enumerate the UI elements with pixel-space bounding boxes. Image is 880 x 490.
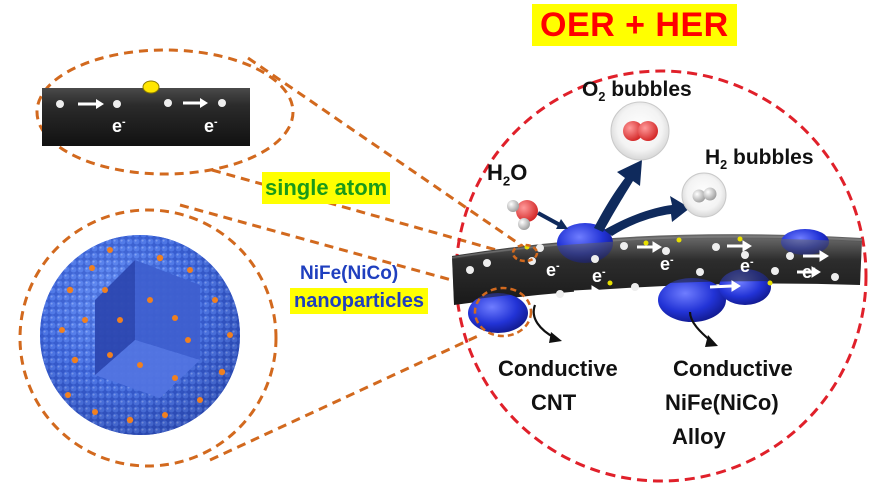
product-arrows — [594, 160, 690, 236]
arrow-right-icon — [731, 280, 741, 292]
electron-charge: - — [214, 116, 218, 128]
single-atom-slab — [42, 80, 250, 146]
cnt-label-line1: Conductive — [498, 356, 618, 381]
h2o-subscript: 2 — [502, 173, 511, 189]
o2-bubble-icon — [610, 101, 670, 161]
electron-symbol: e — [802, 262, 813, 282]
h2o-molecule-icon — [507, 200, 538, 230]
single-atom-label: single atom — [262, 172, 391, 204]
h2o-o: O — [510, 160, 528, 185]
arrow-head-icon — [705, 335, 718, 347]
h2-bubble-icon — [681, 172, 727, 218]
nanoparticle-highlight — [473, 286, 533, 338]
o2-bubbles-label: O2 bubbles — [582, 78, 692, 104]
electron-charge: - — [670, 254, 674, 266]
arrow-icon — [556, 219, 568, 229]
o2-bubbles-text: bubbles — [605, 78, 692, 101]
h2-subscript: 2 — [720, 158, 728, 173]
electron-label: e- — [592, 266, 606, 287]
single-atom-dot — [142, 80, 160, 94]
single-atom-zoom-ellipse — [35, 48, 295, 176]
zoom-line-top-lower — [211, 168, 526, 260]
electron-label: e- — [660, 254, 674, 275]
electron-symbol: e — [204, 116, 215, 136]
electron-arrow-icon — [96, 99, 104, 109]
electron-charge: - — [556, 260, 560, 272]
nife-label-line1: NiFe(NiCo) — [300, 263, 399, 284]
cnt-label-line2: CNT — [531, 390, 577, 415]
arrow-right-icon — [811, 266, 821, 278]
arrow-right-icon — [742, 240, 752, 252]
zoom-lines — [179, 56, 526, 462]
o2-symbol: O — [582, 78, 599, 101]
arrow-right-icon — [652, 241, 662, 253]
electron-charge: - — [812, 262, 816, 274]
alloy-label-line3: Alloy — [672, 424, 726, 449]
zoom-line-top-upper — [247, 56, 526, 250]
alloy-label-line1: Conductive — [673, 356, 793, 381]
h2o-h: H — [487, 160, 503, 185]
electron-particles — [466, 242, 839, 298]
h2o-label: H2O — [487, 160, 527, 188]
h2-bubbles-text: bubbles — [727, 146, 814, 169]
electron-label: e- — [204, 116, 218, 137]
zoom-line-bottom-lower — [209, 333, 481, 462]
single-atom-highlight — [511, 243, 539, 263]
h2-bubbles-label: H2 bubbles — [705, 146, 814, 172]
electron-label: e- — [740, 256, 754, 277]
electron-symbol: e — [740, 256, 751, 276]
electron-symbol: e — [660, 254, 671, 274]
electron-label: e- — [802, 262, 816, 283]
electron-symbol: e — [112, 116, 123, 136]
nife-label-line2: nanoparticles — [290, 288, 429, 314]
alloy-particle — [468, 293, 528, 333]
o2-subscript: 2 — [598, 90, 606, 105]
h2-symbol: H — [705, 146, 721, 169]
electron-symbol: e — [546, 260, 557, 280]
arrow-head-icon — [549, 332, 562, 343]
nanoparticle-zoom-ellipse — [18, 208, 278, 468]
electron-label: e- — [112, 116, 126, 137]
alloy-label-line2: NiFe(NiCo) — [665, 390, 779, 415]
electron-label: e- — [546, 260, 560, 281]
nanoparticle-sphere — [40, 235, 240, 435]
electron-charge: - — [122, 116, 126, 128]
electron-arrow-icon — [200, 98, 208, 108]
alloy-particle — [658, 278, 726, 322]
electron-charge: - — [750, 256, 754, 268]
electron-symbol: e — [592, 266, 603, 286]
alloy-nanoparticles — [468, 223, 829, 333]
single-atom-dots — [524, 236, 773, 286]
arrow-right-icon — [591, 285, 601, 297]
electron-charge: - — [602, 266, 606, 278]
arrow-right-icon — [819, 250, 829, 262]
electron-flow-arrows — [573, 240, 829, 297]
zoom-line-bottom-upper — [179, 203, 496, 294]
diagram-title: OER + HER — [532, 4, 737, 46]
